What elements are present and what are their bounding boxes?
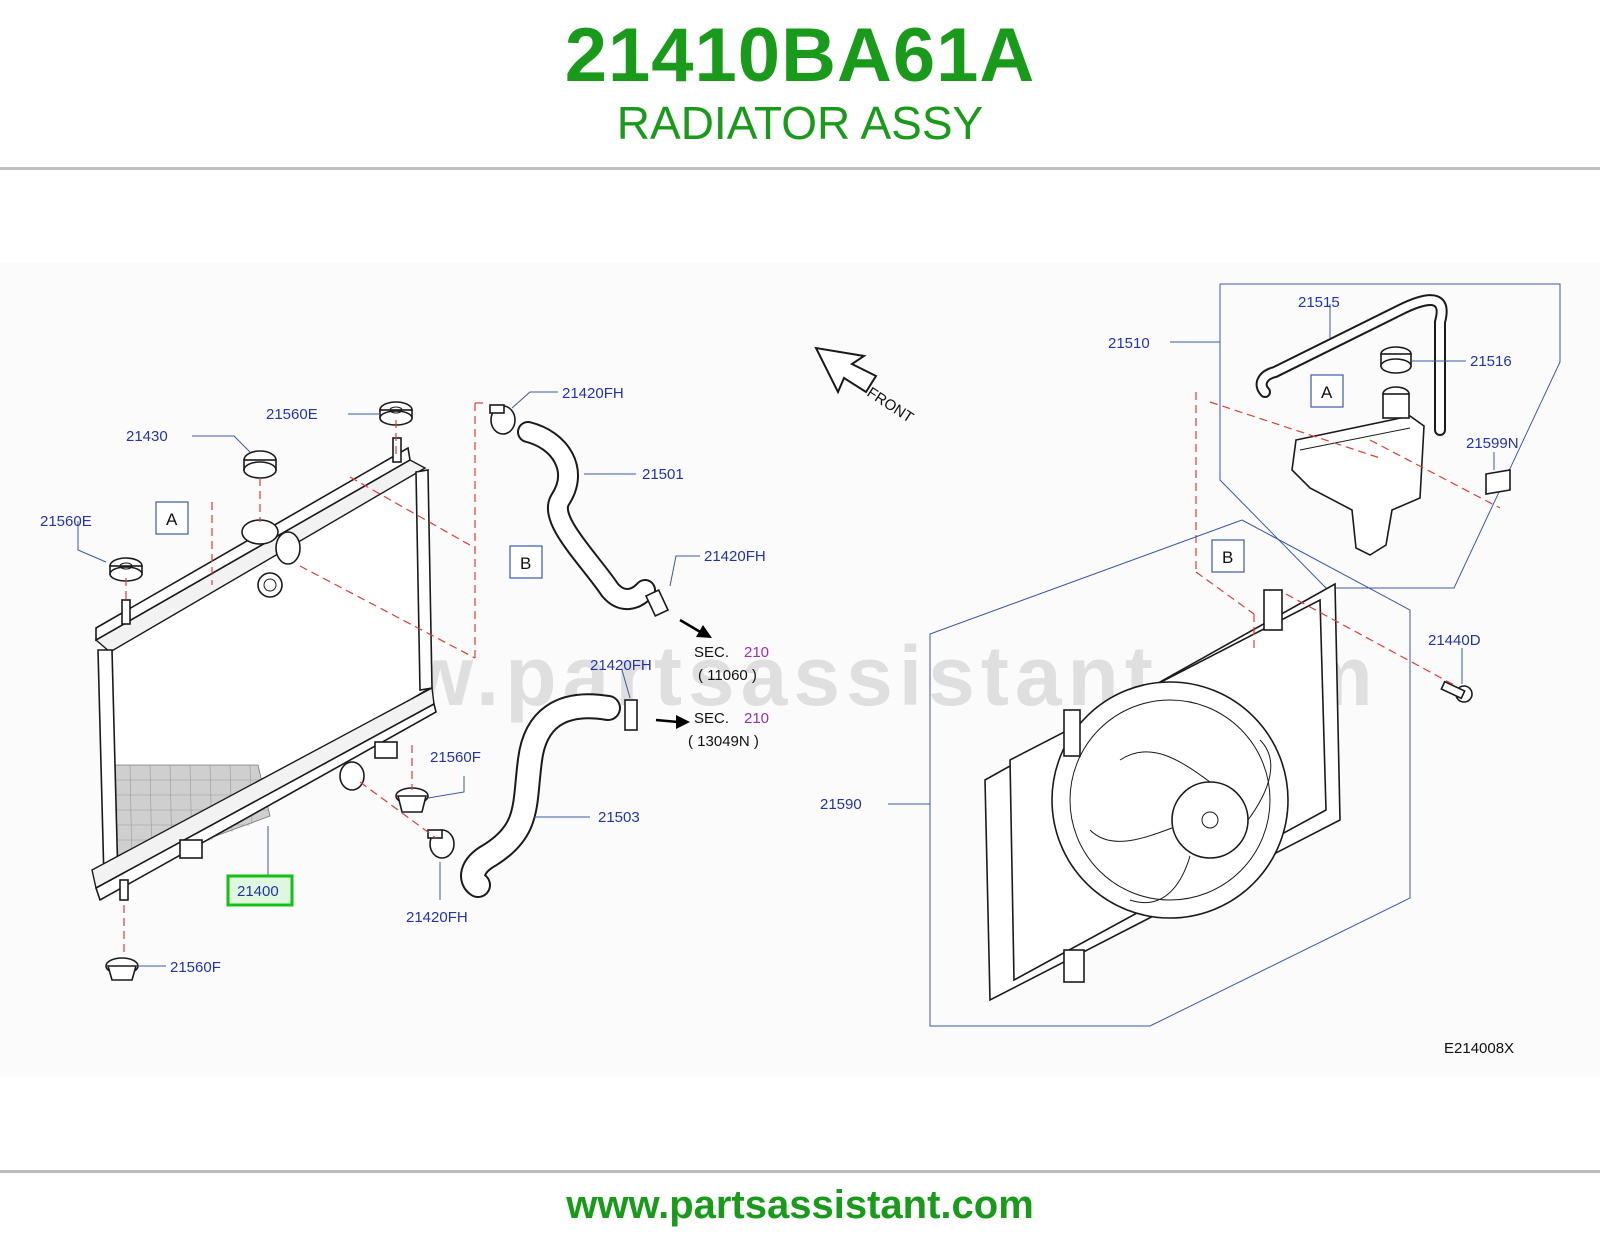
upper-hose[interactable] [517, 421, 656, 610]
assembly-lines-reservoir [1195, 392, 1501, 615]
warning-label[interactable] [1485, 469, 1511, 495]
leader-lines [77, 304, 1495, 967]
svg-text:B: B [1222, 548, 1233, 567]
hose-clamp-mid[interactable] [644, 589, 670, 617]
svg-text:SEC.: SEC. [694, 644, 729, 661]
sec-reference-upper[interactable]: SEC. 210 ( 11060 ) [694, 644, 769, 684]
lower-hose[interactable] [460, 693, 621, 898]
mount-bushing-bottom[interactable] [105, 957, 139, 981]
footer-divider [0, 1170, 1600, 1173]
hose-clamp-bottom[interactable] [427, 829, 455, 859]
hose-clamp-top[interactable] [489, 404, 516, 435]
svg-text:( 11060 ): ( 11060 ) [698, 667, 757, 684]
sec-reference-lower[interactable]: SEC. 210 ( 13049N ) [688, 710, 769, 750]
label-21420FH-top: 21420FH [562, 385, 624, 402]
reservoir-group-outline [1219, 283, 1561, 589]
ref-box-b-right: B [1211, 539, 1245, 573]
label-21560F-right: 21560F [430, 749, 481, 766]
fan-shroud-assembly[interactable] [984, 582, 1341, 1002]
label-21515: 21515 [1298, 294, 1340, 311]
fan-group-outline [929, 519, 1411, 1027]
label-21501: 21501 [642, 466, 684, 483]
svg-text:( 13049N ): ( 13049N ) [688, 733, 759, 750]
hose-clamp-lower[interactable] [624, 699, 638, 731]
sec-arrow-lower [655, 715, 690, 729]
radiator-cap[interactable] [243, 450, 277, 479]
footer-website-link[interactable]: www.partsassistant.com [566, 1183, 1034, 1227]
svg-text:SEC.: SEC. [694, 710, 729, 727]
header-divider [0, 167, 1600, 170]
drawing-code: E214008X [1444, 1040, 1514, 1057]
label-21560E-top: 21560E [266, 406, 318, 423]
sec-arrow-upper [679, 618, 712, 638]
front-direction-indicator: FRONT [814, 346, 917, 426]
mount-bushing-top[interactable] [379, 401, 413, 426]
reservoir-tank[interactable] [1291, 386, 1425, 556]
svg-text:210: 210 [744, 710, 769, 727]
ref-box-a-left: A [155, 501, 189, 535]
shroud-bolt[interactable] [1440, 680, 1473, 703]
label-21560E-left: 21560E [40, 513, 92, 530]
label-21510: 21510 [1108, 335, 1150, 352]
radiator-assembly[interactable] [91, 437, 437, 902]
assembly-lines-fan [1253, 593, 1457, 687]
label-21599N: 21599N [1466, 435, 1519, 452]
label-21560F-bottom: 21560F [170, 959, 221, 976]
ref-box-a-right: A [1310, 374, 1344, 408]
reservoir-cap[interactable] [1380, 346, 1412, 374]
front-label: FRONT [864, 384, 917, 426]
svg-text:B: B [520, 554, 531, 573]
mount-bushing-lower-right[interactable] [395, 787, 429, 813]
label-21516: 21516 [1470, 353, 1512, 370]
label-21420FH-mid: 21420FH [704, 548, 766, 565]
label-21400: 21400 [237, 883, 279, 900]
label-21590: 21590 [820, 796, 862, 813]
part-number-title: 21410BA61A [564, 13, 1036, 98]
highlighted-part-21400[interactable]: 21400 [226, 874, 294, 907]
overflow-hose[interactable] [1255, 294, 1448, 436]
mount-bushing-left[interactable] [109, 557, 143, 582]
page-header: 21410BA61A RADIATOR ASSY [0, 0, 1600, 168]
svg-text:A: A [166, 510, 178, 529]
assembly-lines-left [123, 402, 488, 956]
part-name-subtitle: RADIATOR ASSY [616, 97, 984, 149]
svg-text:210: 210 [744, 644, 769, 661]
label-21420FH-lower: 21420FH [590, 657, 652, 674]
label-21420FH-bottom: 21420FH [406, 909, 468, 926]
ref-box-b-left: B [509, 545, 543, 579]
label-21440D: 21440D [1428, 632, 1481, 649]
svg-text:A: A [1321, 383, 1333, 402]
label-21503: 21503 [598, 809, 640, 826]
label-21430: 21430 [126, 428, 168, 445]
